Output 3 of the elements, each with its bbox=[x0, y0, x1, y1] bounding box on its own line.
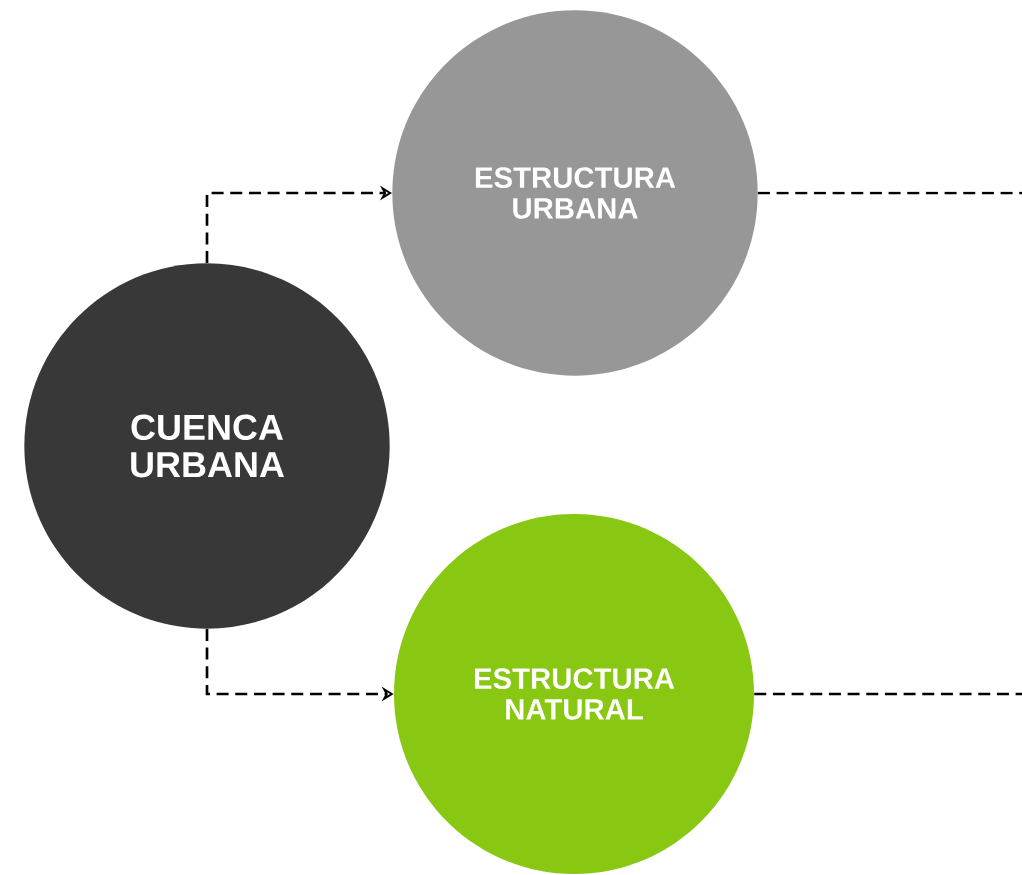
circle-node: CUENCA URBANA bbox=[24, 263, 390, 629]
circle-node: ESTRUCTURA NATURAL bbox=[394, 514, 754, 874]
circle-node: ESTRUCTURA URBANA bbox=[392, 10, 758, 376]
